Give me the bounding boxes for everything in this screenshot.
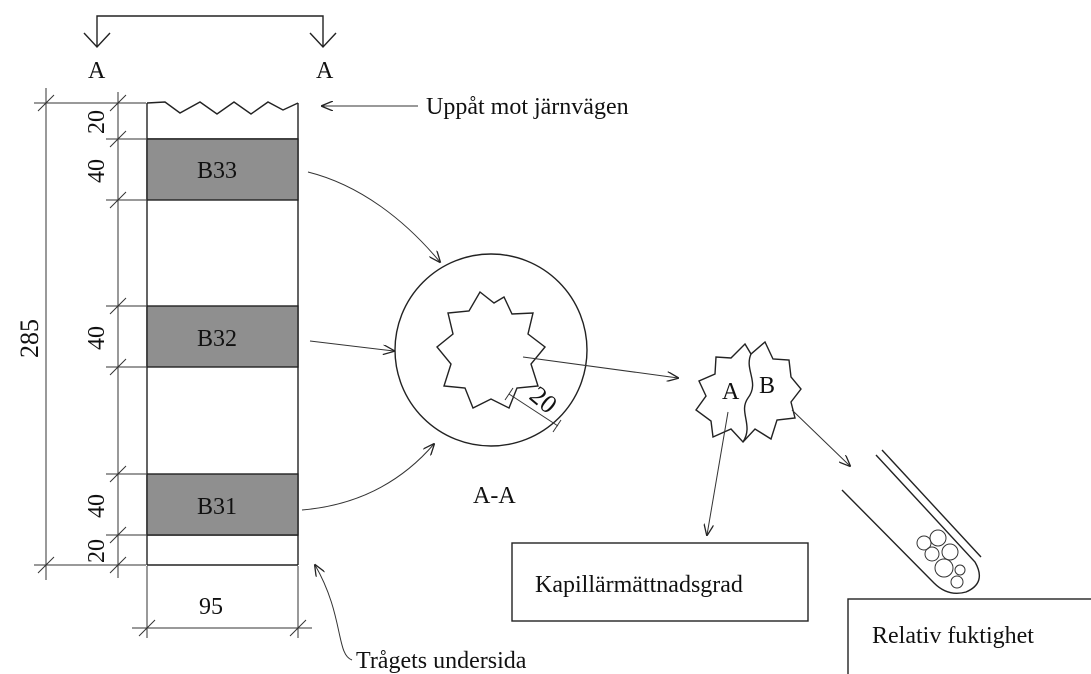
annotation-top: Uppåt mot järnvägen bbox=[426, 94, 629, 120]
sample-band-b31 bbox=[146, 473, 299, 536]
dim-band-lower: 40 bbox=[84, 494, 110, 518]
dim-width: 95 bbox=[199, 594, 223, 620]
annotation-bottom: Trågets undersida bbox=[356, 648, 527, 674]
split-label-b: B bbox=[759, 373, 775, 399]
section-mark-right: A bbox=[316, 58, 334, 84]
sample-band-b32 bbox=[146, 305, 299, 368]
dim-total-height: 285 bbox=[15, 319, 44, 358]
box-capillary bbox=[511, 542, 809, 622]
section-star-core bbox=[436, 290, 547, 409]
core-column: B33 B32 B31 bbox=[146, 101, 299, 566]
box-humidity bbox=[847, 598, 1091, 674]
box-humidity-label: Relativ fuktighet bbox=[872, 623, 1034, 649]
box-capillary-label: Kapillärmättnadsgrad bbox=[535, 572, 743, 598]
dimension-lines: 285 20 40 40 40 20 95 bbox=[15, 88, 312, 638]
test-tube-icon bbox=[841, 449, 982, 595]
section-aa: 20 A-A bbox=[394, 253, 588, 509]
sample-band-b33 bbox=[146, 138, 299, 201]
split-specimen: A B bbox=[522, 340, 850, 535]
sample-label-b32: B32 bbox=[197, 326, 237, 352]
sample-label-b31: B31 bbox=[197, 494, 237, 520]
core-top-break bbox=[146, 101, 299, 115]
result-boxes: Kapillärmättnadsgrad Relativ fuktighet bbox=[511, 542, 1091, 674]
specimen-star bbox=[695, 340, 802, 444]
annotations: Uppåt mot järnvägen Trågets undersida bbox=[315, 94, 629, 674]
dim-band-upper: 40 bbox=[84, 159, 110, 183]
section-mark-left: A bbox=[88, 58, 106, 84]
sample-label-b33: B33 bbox=[197, 158, 237, 184]
split-label-a: A bbox=[722, 379, 740, 405]
section-arrows bbox=[301, 171, 440, 511]
dim-segment-top: 20 bbox=[84, 110, 110, 134]
section-label: A-A bbox=[473, 483, 516, 509]
dim-band-middle: 40 bbox=[84, 326, 110, 350]
specimen-split-line bbox=[742, 353, 754, 443]
section-outer-circle bbox=[394, 253, 588, 447]
section-cut-marker: A A bbox=[83, 15, 337, 84]
dim-segment-bottom: 20 bbox=[84, 539, 110, 563]
